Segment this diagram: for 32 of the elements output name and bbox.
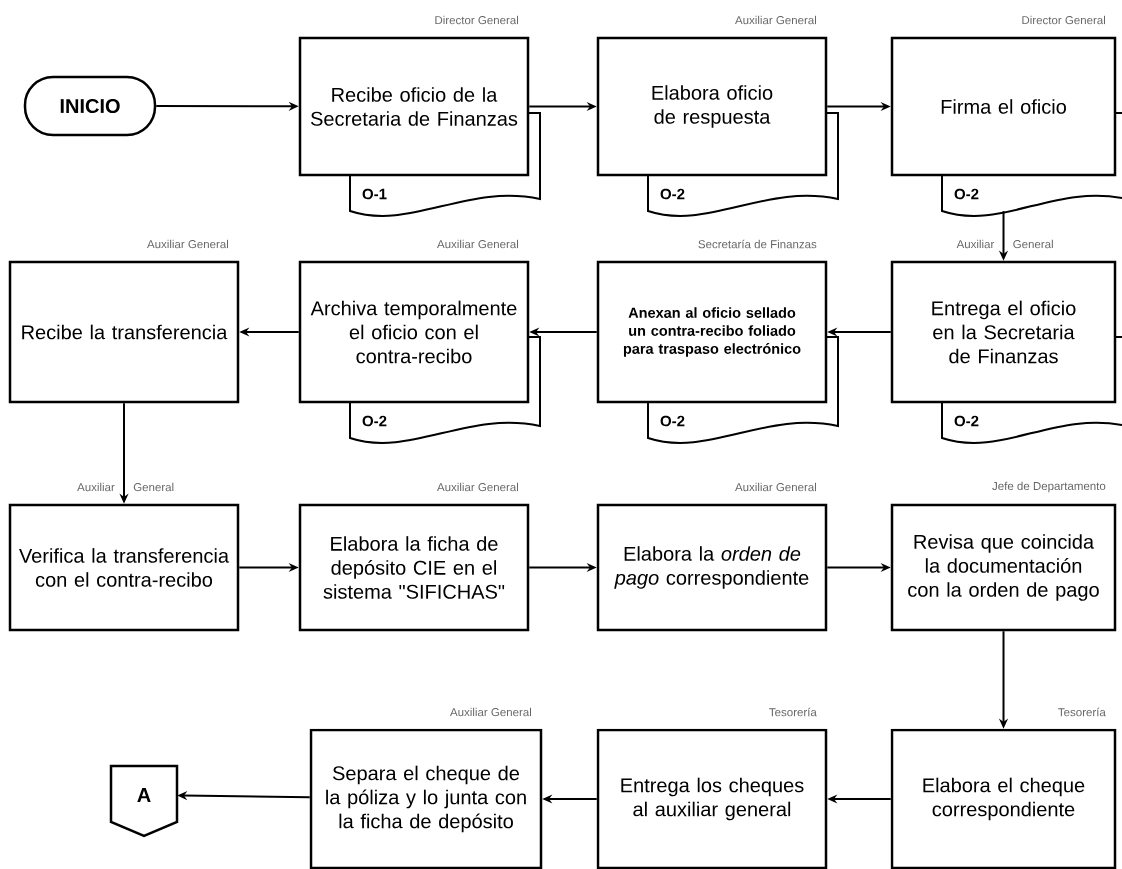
off-page-connector: A bbox=[109, 764, 179, 838]
process-box: Entrega los cheques al auxiliar general bbox=[596, 728, 828, 869]
role-label: Jefe de Departamento bbox=[992, 481, 1106, 493]
process-box: Elabora la ficha de depósito CIE en el sistema "SIFICHAS" bbox=[298, 503, 530, 632]
role-label: General bbox=[133, 482, 174, 492]
role-label: Auxiliar bbox=[77, 482, 115, 492]
terminator: INICIO bbox=[23, 75, 157, 137]
role-label: Director General bbox=[1022, 15, 1105, 25]
role-label: Secretaría de Finanzas bbox=[698, 239, 817, 249]
process-box: Revisa que coincida la documentación con la orden de pago bbox=[890, 503, 1117, 632]
process-box: Separa el cheque de la póliza y lo junta con la ficha de depósito bbox=[309, 728, 543, 869]
role-label: Tesorería bbox=[769, 707, 817, 717]
role-label: Director General bbox=[435, 15, 518, 25]
process-box: Verifica la transferencia con el contra-recibo bbox=[8, 503, 240, 632]
role-label: Auxiliar General bbox=[735, 482, 816, 492]
role-label: General bbox=[1013, 239, 1053, 249]
process-box: Recibe oficio de la Secretaria de Finanzas bbox=[298, 36, 530, 177]
process-box: Entrega el oficio en la Secretaria de Finanzas bbox=[890, 260, 1117, 404]
role-label: Auxiliar General bbox=[450, 707, 531, 717]
role-label: Auxiliar General bbox=[437, 239, 518, 249]
role-label: Auxiliar General bbox=[437, 482, 518, 492]
process-box: Elabora la orden de pago correspondiente bbox=[596, 503, 828, 632]
process-box: Recibe la transferencia bbox=[8, 260, 240, 404]
process-box: Elabora el cheque correspondiente bbox=[890, 728, 1117, 869]
role-label: Auxiliar General bbox=[735, 15, 816, 25]
role-label: Auxiliar General bbox=[147, 239, 228, 249]
role-label: Auxiliar bbox=[956, 239, 995, 249]
process-box: Firma el oficio bbox=[890, 36, 1117, 177]
process-box: Elabora oficio de respuesta bbox=[596, 36, 828, 177]
process-box: Archiva temporalmente el oficio con el contra-recibo bbox=[298, 260, 530, 404]
role-label: Tesorería bbox=[1058, 707, 1106, 717]
process-box: Anexan al oficio sellado un contra-recibo foliado para traspaso electrónico bbox=[596, 260, 828, 404]
